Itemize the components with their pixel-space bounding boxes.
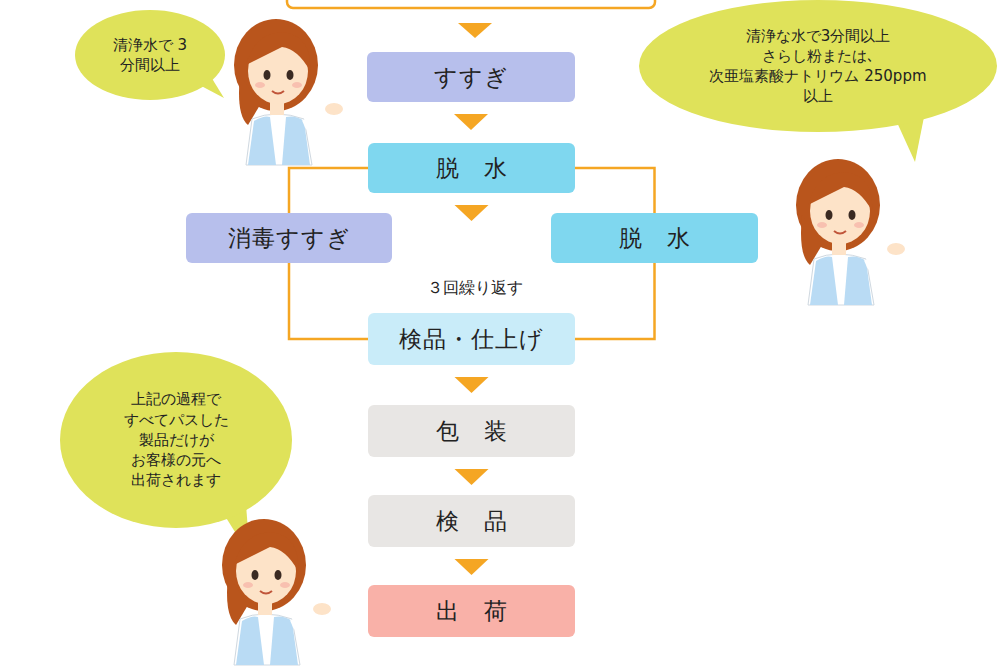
process-box: 検 品 <box>368 495 575 547</box>
process-box: 出 荷 <box>368 585 575 637</box>
process-box: 検品・仕上げ <box>368 313 575 365</box>
bubble-shape <box>639 0 997 132</box>
flow-connector <box>575 168 655 213</box>
process-box: 脱 水 <box>368 143 575 193</box>
box-label: 脱 水 <box>436 153 508 184</box>
cut-box <box>287 0 655 8</box>
woman-figure <box>234 19 343 165</box>
box-label: 出 荷 <box>436 596 508 627</box>
bubble-shape <box>75 10 225 100</box>
flow-connector <box>455 469 489 485</box>
note-label: ３回繰り返す <box>424 278 526 299</box>
box-label: 検 品 <box>436 506 508 537</box>
callout-text: 上記の過程で すべてパスした 製品だけが お客様の元へ 出荷されます <box>114 389 238 490</box>
box-label: 脱 水 <box>619 223 691 254</box>
process-box: 脱 水 <box>551 213 758 263</box>
box-label: 消毒すすぎ <box>228 223 351 254</box>
speech-bubble: 清浄水で 3 分間以上 <box>75 10 225 100</box>
flow-connector <box>455 205 489 221</box>
box-label: 検品・仕上げ <box>399 324 544 355</box>
process-box: すすぎ <box>367 52 575 102</box>
arrow-head <box>458 23 492 38</box>
flow-connector <box>575 263 655 339</box>
process-box: 消毒すすぎ <box>186 213 392 263</box>
callout-text: 清浄水で 3 分間以上 <box>102 35 198 76</box>
flow-connector <box>289 263 368 339</box>
callout-text: 清浄な水で3分間以上 さらし粉または､次亜塩素酸ナトリウム 250ppm 以上 <box>698 26 938 107</box>
woman-figure <box>796 159 905 305</box>
flow-connector <box>454 114 488 130</box>
box-label: すすぎ <box>434 62 509 93</box>
flow-connector <box>289 168 368 213</box>
woman-figure <box>222 519 331 665</box>
flow-connector <box>455 559 489 575</box>
process-box: 包 装 <box>368 405 575 457</box>
box-label: 包 装 <box>436 416 508 447</box>
speech-bubble: 上記の過程で すべてパスした 製品だけが お客様の元へ 出荷されます <box>60 352 292 528</box>
speech-bubble: 清浄な水で3分間以上 さらし粉または､次亜塩素酸ナトリウム 250ppm 以上 <box>639 0 997 132</box>
flow-connector <box>455 377 489 393</box>
